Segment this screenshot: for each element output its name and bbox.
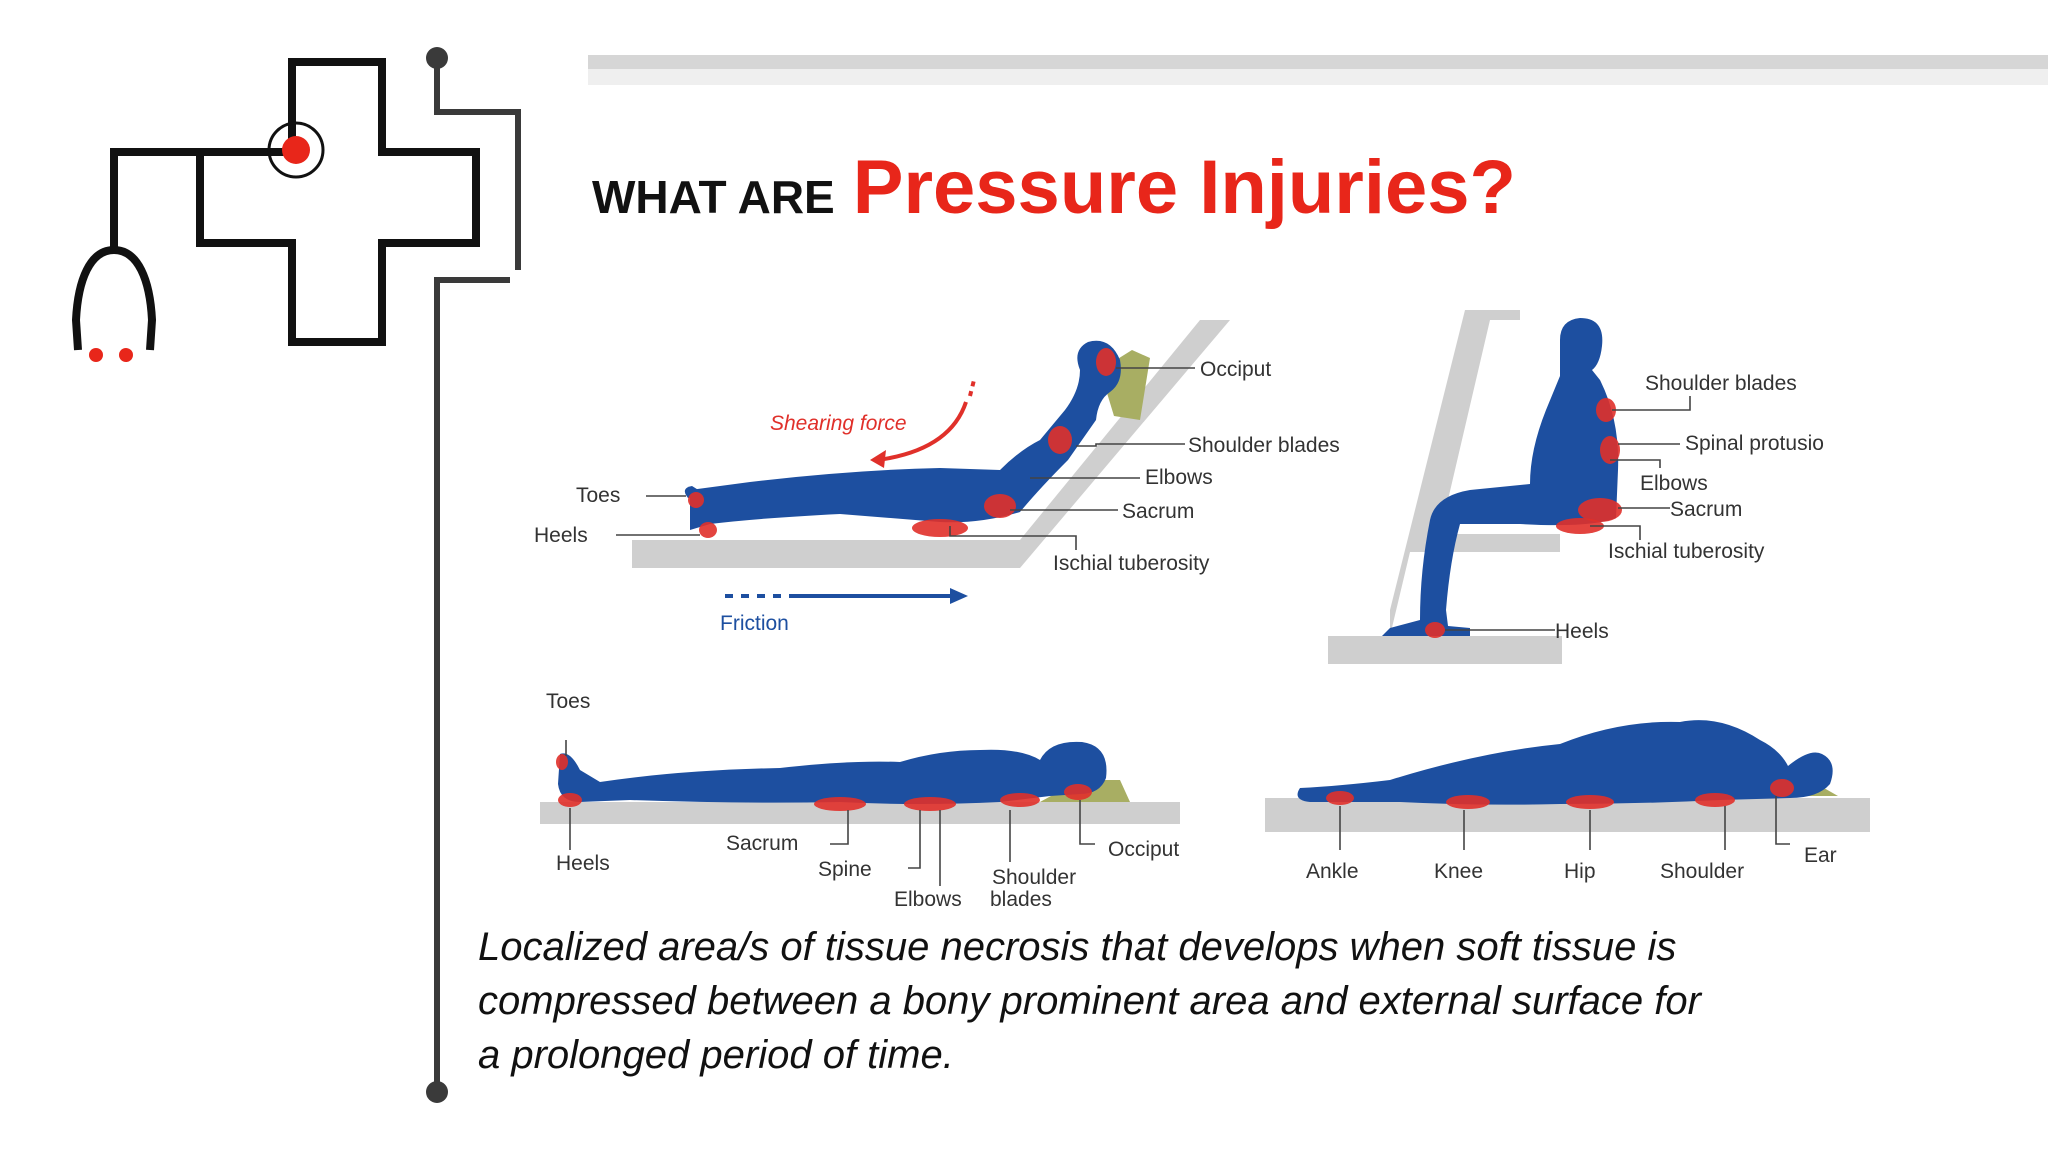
label-supine-blades: blades	[990, 888, 1052, 911]
label-friction: Friction	[720, 612, 789, 635]
label-occiput: Occiput	[1200, 358, 1271, 381]
label-heels: Heels	[534, 524, 588, 547]
label-sitting-heels: Heels	[1555, 620, 1609, 643]
title-prefix: WHAT ARE	[592, 171, 835, 223]
header-bar	[588, 55, 2048, 69]
label-supine-toes: Toes	[546, 690, 590, 713]
label-sitting-sacrum: Sacrum	[1670, 498, 1742, 521]
label-sitting-elbows: Elbows	[1640, 472, 1708, 495]
title-main: Pressure Injuries?	[852, 145, 1516, 230]
label-hip: Hip	[1564, 860, 1596, 883]
label-sitting-ischial: Ischial tuberosity	[1608, 540, 1765, 563]
label-ankle: Ankle	[1306, 860, 1359, 883]
label-supine-occiput: Occiput	[1108, 838, 1179, 861]
definition-line-2: compressed between a bony prominent area…	[478, 979, 1701, 1023]
side-lying-figure: Ankle Knee Hip Shoulder Ear	[1265, 720, 1870, 883]
label-shearing-force: Shearing force	[770, 412, 907, 435]
definition-line-3: a prolonged period of time.	[478, 1033, 954, 1077]
semi-reclined-figure: Occiput Shoulder blades Elbows Sacrum Is…	[534, 320, 1340, 635]
label-supine-shoulder: Shoulder	[992, 866, 1076, 889]
label-sitting-shoulder-blades: Shoulder blades	[1645, 372, 1797, 395]
label-ear: Ear	[1804, 844, 1837, 867]
label-spinal-protusio: Spinal protusio	[1685, 432, 1824, 455]
label-toes: Toes	[576, 484, 620, 507]
label-sacrum: Sacrum	[1122, 500, 1194, 523]
label-supine-sacrum: Sacrum	[726, 832, 798, 855]
label-supine-heels: Heels	[556, 852, 610, 875]
pressure-points-diagram: Occiput Shoulder blades Elbows Sacrum Is…	[534, 310, 1870, 911]
label-supine-elbows: Elbows	[894, 888, 962, 911]
medical-cross-stethoscope-icon	[71, 47, 521, 1103]
label-side-shoulder: Shoulder	[1660, 860, 1744, 883]
header-bar-shadow	[588, 69, 2048, 85]
definition-text: Localized area/s of tissue necrosis that…	[478, 920, 1918, 1082]
label-elbows: Elbows	[1145, 466, 1213, 489]
sitting-figure: Shoulder blades Spinal protusio Elbows S…	[1328, 310, 1824, 664]
definition-line-1: Localized area/s of tissue necrosis that…	[478, 925, 1677, 969]
label-ischial-tuberosity: Ischial tuberosity	[1053, 552, 1210, 575]
label-knee: Knee	[1434, 860, 1483, 883]
label-supine-spine: Spine	[818, 858, 872, 881]
supine-figure: Toes Heels Sacrum Spine Elbows Shoulder …	[540, 690, 1180, 911]
label-shoulder-blades: Shoulder blades	[1188, 434, 1340, 457]
